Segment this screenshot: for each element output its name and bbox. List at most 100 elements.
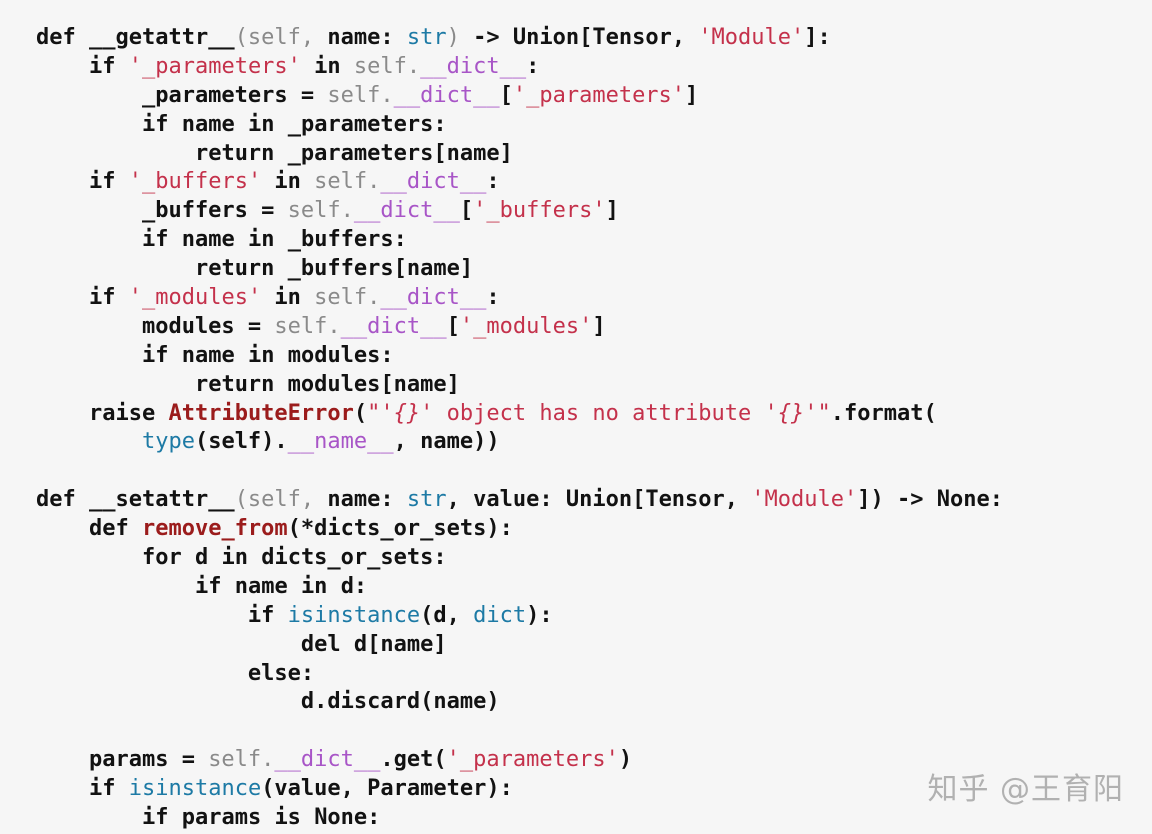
code-token: ): [446, 25, 474, 50]
code-token: __dict__: [274, 747, 381, 773]
code-token: __dict__: [353, 198, 460, 224]
code-token: [36, 632, 301, 657]
code-token: , name)): [393, 429, 500, 455]
code-token: if: [247, 602, 288, 628]
code-line: del d[name]: [36, 631, 1003, 660]
code-token: ]) -> None:: [857, 487, 1003, 513]
code-line: def __setattr__(self, name: str, value: …: [36, 486, 1003, 515]
code-token: else: [247, 660, 301, 686]
code-token: '_modules': [128, 285, 262, 311]
code-token: str: [406, 487, 447, 513]
code-token: '_parameters': [446, 747, 619, 773]
code-line: if isinstance(d, dict):: [36, 602, 1003, 631]
code-token: ' object has no attribute ': [420, 400, 778, 426]
code-token: __dict__: [380, 285, 487, 311]
code-token: in: [300, 53, 354, 79]
code-line: raise AttributeError("'{}' object has no…: [36, 400, 1003, 429]
code-token: in: [247, 111, 288, 137]
code-token: raise: [88, 400, 169, 426]
code-line: def __getattr__(self, name: str) -> Unio…: [36, 24, 1003, 53]
code-token: name:: [327, 25, 407, 50]
code-token: if: [141, 111, 182, 137]
code-token: if: [88, 285, 129, 311]
code-line: [36, 457, 1003, 486]
code-token: d.discard(name): [36, 689, 500, 715]
code-token: (self).: [194, 429, 288, 455]
code-token: name:: [327, 487, 407, 513]
code-token: 'Module': [751, 487, 858, 513]
code-token: params =: [36, 747, 209, 773]
code-token: d: [194, 545, 222, 571]
code-token: [36, 516, 89, 541]
code-token: name: [181, 342, 248, 368]
code-token: _parameters =: [36, 82, 328, 108]
code-token: modules =: [36, 313, 275, 339]
code-token: , value: Union[Tensor,: [446, 487, 752, 513]
code-token: self.: [327, 82, 394, 108]
code-token: [36, 776, 89, 801]
code-token: [36, 141, 195, 166]
watermark: 知乎 @王育阳: [927, 772, 1124, 807]
code-token: [36, 256, 195, 281]
code-token: __dict__: [393, 82, 500, 108]
code-token: _buffers =: [36, 198, 288, 224]
code-token: if: [88, 169, 129, 195]
code-token: None:: [314, 805, 381, 831]
code-line: if '_parameters' in self.__dict__:: [36, 53, 1003, 82]
code-token: _parameters[name]: [287, 140, 513, 166]
code-token: isinstance: [128, 776, 262, 802]
code-line: params = self.__dict__.get('_parameters'…: [36, 746, 1003, 775]
code-line: d.discard(name): [36, 688, 1003, 717]
code-token: name: [234, 573, 301, 599]
code-token: if: [194, 573, 235, 599]
code-token: ]: [605, 198, 619, 224]
code-token: params: [181, 805, 275, 831]
code-line: _buffers = self.__dict__['_buffers']: [36, 197, 1003, 226]
code-token: is: [274, 805, 315, 831]
code-line: [36, 717, 1003, 746]
code-token: in: [261, 169, 315, 195]
code-token: '_parameters': [128, 53, 301, 79]
code-token: [36, 401, 89, 426]
code-token: in: [247, 342, 288, 368]
code-token: return: [194, 140, 288, 166]
code-token: self.: [353, 53, 421, 79]
code-token: {}: [393, 400, 421, 426]
code-token: [36, 343, 142, 368]
code-token: __dict__: [380, 169, 487, 195]
code-token: type: [141, 429, 195, 455]
code-token: d[name]: [353, 631, 447, 657]
code-token: if: [141, 805, 182, 831]
code-line: if name in _buffers:: [36, 226, 1003, 255]
code-token: self.: [208, 747, 275, 773]
code-line: modules = self.__dict__['_modules']: [36, 313, 1003, 342]
code-token: :: [300, 660, 315, 686]
code-token: name: [181, 111, 248, 137]
code-token: ]: [592, 313, 606, 339]
code-token: __name__: [287, 429, 394, 455]
code-token: self.: [314, 285, 381, 311]
code-token: __dict__: [420, 53, 527, 79]
code-token: [36, 372, 195, 397]
code-token: _buffers[name]: [287, 256, 474, 282]
code-token: '_buffers': [473, 198, 606, 224]
code-token: [36, 54, 89, 79]
code-token: '_modules': [459, 313, 593, 339]
code-token: __dict__: [340, 313, 447, 339]
code-token: d:: [340, 573, 368, 599]
code-line: return _parameters[name]: [36, 140, 1003, 169]
code-token: [36, 227, 142, 252]
code-token: def: [88, 516, 142, 542]
code-token: in: [261, 285, 315, 311]
code-token: _parameters:: [287, 111, 447, 137]
code-token: {}: [777, 400, 805, 426]
code-token: if: [88, 53, 129, 79]
code-token: dicts_or_sets:: [261, 545, 447, 571]
code-token: def: [36, 25, 89, 50]
code-line: return _buffers[name]: [36, 255, 1003, 284]
code-line: if name in _parameters:: [36, 111, 1003, 140]
code-line: if name in modules:: [36, 342, 1003, 371]
code-line: type(self).__name__, name)): [36, 428, 1003, 457]
code-token: ]:: [804, 25, 831, 50]
